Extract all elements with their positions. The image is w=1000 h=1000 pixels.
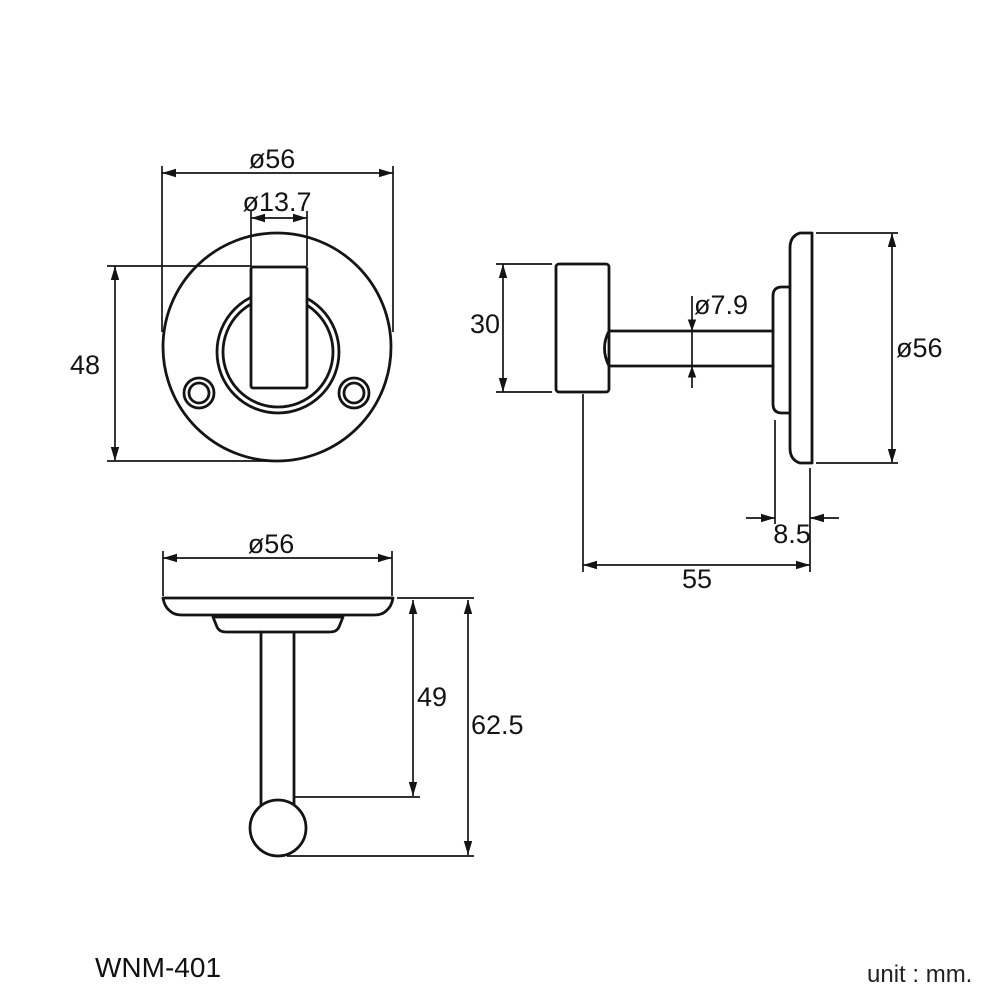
dim-label-front-mount-height: 48 — [70, 350, 100, 380]
bottom-view: ø56 49 62.5 — [161, 529, 524, 858]
dim-label-side-plate-diameter: ø56 — [896, 333, 943, 363]
dim-label-side-head-height: 30 — [470, 309, 500, 339]
front-view: ø56 ø13.7 48 — [70, 144, 394, 463]
dim-label-bottom-shaft-length: 49 — [417, 682, 447, 712]
dim-label-side-shaft-diameter: ø7.9 — [694, 290, 748, 320]
wall-plate-side — [788, 231, 814, 465]
dim-label-front-post-diameter: ø13.7 — [242, 187, 311, 217]
wall-flange-edge — [211, 615, 345, 634]
screw-hole-left-inner — [187, 381, 211, 405]
arrowhead — [687, 366, 697, 378]
hook-head-side — [554, 262, 611, 394]
model-number-label: WNM-401 — [95, 952, 221, 983]
dim-label-side-plate-depth: 8.5 — [773, 519, 811, 549]
dim-label-front-outer-diameter: ø56 — [249, 144, 296, 174]
wall-plate-edge — [161, 596, 395, 617]
screw-hole-right-outer — [337, 376, 371, 410]
arrowhead — [687, 319, 697, 331]
wall-flange-side — [771, 285, 793, 415]
shaft-fillet-arc — [603, 329, 611, 368]
dim-label-bottom-plate-diameter: ø56 — [248, 529, 295, 559]
dim-label-side-projection: 55 — [682, 564, 712, 594]
hook-post-front — [249, 265, 309, 390]
unit-label: unit : mm. — [867, 961, 972, 988]
screw-hole-left-outer — [182, 376, 216, 410]
title-block: WNM-401 unit : mm. — [95, 952, 972, 988]
screw-hole-right-inner — [342, 381, 366, 405]
dim-label-bottom-total-height: 62.5 — [471, 710, 524, 740]
hook-ball-end — [248, 798, 308, 858]
side-view: 30 ø7.9 ø56 8.5 55 — [470, 231, 943, 594]
